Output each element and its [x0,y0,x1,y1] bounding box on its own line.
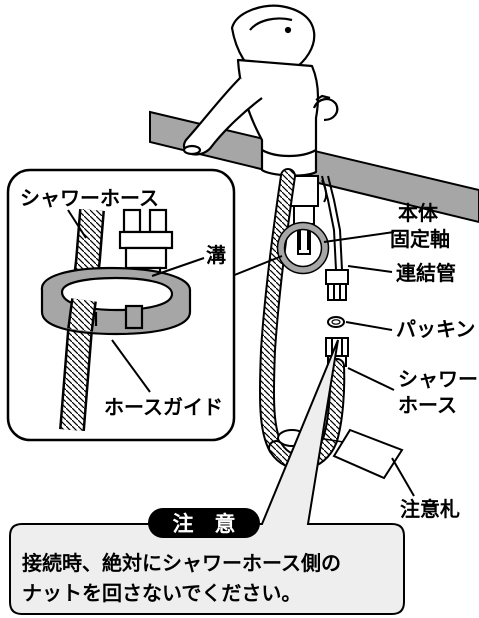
caution-callout: 注 意 接続時、絶対にシャワーホース側の ナットを回さないでください。 [9,339,405,615]
inset-connector-line [231,255,283,277]
label-caution-tag: 注意札 [400,497,460,521]
connecting-pipe [321,175,349,301]
inset-label-groove: 溝 [206,243,226,267]
caution-text-line1: 接続時、絶対にシャワーホース側の [22,551,341,575]
highlight-circle [276,221,330,275]
label-connecting-pipe: 連結管 [396,261,456,285]
label-fixing-shaft: 固定軸 [390,227,450,251]
label-shower-hose-line2: ホース [398,393,457,417]
caution-text-line2: ナットを回さないでください。 [22,581,301,605]
caution-tag [317,428,404,480]
inset-label-hose-guide: ホースガイド [104,395,223,419]
caution-title: 注 意 [173,512,236,536]
right-labels: 本体 固定軸 連結管 パッキン シャワー ホース 注意札 [323,201,478,521]
label-shower-hose-line1: シャワー [398,367,478,391]
packing-ring [327,316,345,328]
caution-badge [148,508,260,538]
label-packing: パッキン [396,317,475,341]
inset-label-shower-hose: シャワーホース [20,186,159,210]
label-main-body: 本体 [398,201,439,225]
inset-detail-view: シャワーホース 溝 ホースガイド [6,168,236,442]
